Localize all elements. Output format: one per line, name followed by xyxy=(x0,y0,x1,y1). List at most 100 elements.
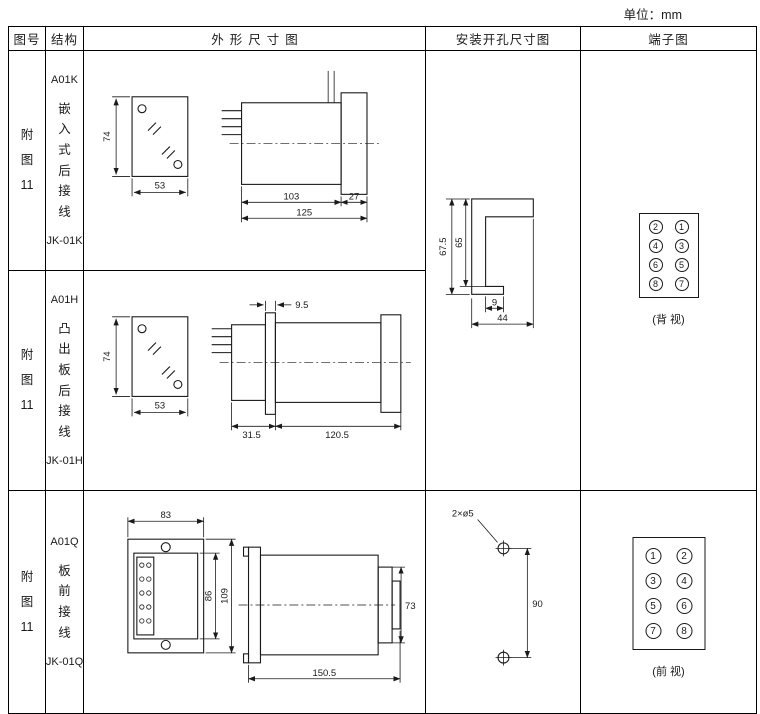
col-header-terminal-label: 端子图 xyxy=(648,33,689,47)
view-caption-rear: (背 视) xyxy=(652,314,685,326)
fig-no-cell-row3: 附 图 11 xyxy=(9,491,46,713)
terminal-circle: 6 xyxy=(676,598,692,614)
model-code: JK-01Q xyxy=(46,656,84,669)
dim-front-height: 74 xyxy=(102,351,113,362)
terminal-circle: 5 xyxy=(645,598,661,614)
hole-spec-label: 2×ø5 xyxy=(452,508,474,519)
terminal-circle: 1 xyxy=(674,220,689,234)
structure-cell-row2: A01H 凸 出 板 后 接 线 JK-01H xyxy=(46,271,84,491)
dim-front-width: 53 xyxy=(155,180,166,191)
fig-no-label: 附 图 11 xyxy=(20,128,34,192)
center-marks xyxy=(495,540,512,666)
outline-cell-row2: 74 53 9.5 31.5 120.5 xyxy=(84,271,426,491)
col-header-mounting: 安装开孔尺寸图 xyxy=(426,27,581,51)
spec-table: 图号 结构 外形尺寸图 安装开孔尺寸图 端子图 附 图 11 A01K 嵌 入 … xyxy=(8,26,757,714)
col-header-mounting-label: 安装开孔尺寸图 xyxy=(455,33,551,47)
model-label: A01H xyxy=(50,293,79,306)
terminal-block: 1 2 3 4 5 6 7 8 xyxy=(632,537,705,650)
terminal-circle: 3 xyxy=(645,573,661,589)
front-view xyxy=(131,96,189,177)
structure-desc: 凸 出 板 后 接 线 xyxy=(58,321,71,439)
side-dim-lines xyxy=(241,186,368,223)
col-header-fig-no: 图号 xyxy=(9,27,46,51)
col-header-outline-label: 外形尺寸图 xyxy=(211,33,304,47)
side-dim-lines xyxy=(248,566,406,683)
dim-cutout-inner-height: 65 xyxy=(453,237,464,247)
col-header-outline: 外形尺寸图 xyxy=(84,27,426,51)
dim-total-width: 120.5 xyxy=(325,430,349,441)
structure-cell-row3: A01Q 板 前 接 线 JK-01Q xyxy=(46,491,84,713)
terminal-cell-lower: 1 2 3 4 5 6 7 8 (前 视) xyxy=(581,491,756,713)
dim-cutout-step: 9 xyxy=(492,296,497,307)
terminal-circle: 4 xyxy=(676,573,692,589)
dim-front-width: 83 xyxy=(160,510,171,521)
front-dim-lines xyxy=(112,96,189,197)
dim-side-height: 73 xyxy=(405,601,416,612)
structure-desc: 板 前 接 线 xyxy=(58,563,71,640)
dim-rear-width: 31.5 xyxy=(242,430,260,441)
terminal-circle: 7 xyxy=(674,277,689,291)
hatch-marks xyxy=(147,342,176,379)
terminal-screws xyxy=(139,562,152,624)
front-view xyxy=(131,316,189,397)
mounting-cell-upper: 67.5 65 9 44 xyxy=(426,51,581,491)
dim-total-width: 150.5 xyxy=(312,668,336,679)
side-view xyxy=(221,70,368,195)
side-dim-lines xyxy=(231,300,402,431)
mounting-cell-lower: 2×ø5 90 xyxy=(426,491,581,713)
mounting-hole-drawing-upper: 67.5 65 9 44 xyxy=(437,198,534,329)
terminal-circle: 8 xyxy=(676,623,692,639)
hatch-marks xyxy=(147,122,176,159)
fig-no-cell-row2: 附 图 11 xyxy=(9,271,46,491)
dim-cutout-outer-height: 67.5 xyxy=(437,237,448,255)
fig-no-label: 附 图 11 xyxy=(20,569,34,634)
terminal-circle: 5 xyxy=(674,258,689,272)
front-dim-lines xyxy=(127,517,236,654)
unit-label: 单位：mm xyxy=(623,8,682,22)
col-header-fig-no-label: 图号 xyxy=(13,33,41,47)
model-label: A01K xyxy=(51,73,78,86)
dim-total-width: 125 xyxy=(296,207,312,218)
mounting-dim-lines xyxy=(445,198,534,329)
pins xyxy=(211,328,232,354)
front-dim-lines xyxy=(112,316,189,417)
dim-front-width: 53 xyxy=(155,400,166,411)
terminal-circle: 7 xyxy=(645,623,661,639)
mounting-hole-drawing-lower: 2×ø5 90 xyxy=(452,508,543,666)
pins xyxy=(221,110,242,136)
terminal-circle: 6 xyxy=(648,258,663,272)
terminal-diagram-rear: 2 1 4 3 6 5 8 7 (背 视) xyxy=(638,213,699,327)
dim-outer-height: 109 xyxy=(220,588,231,604)
dim-front-height: 74 xyxy=(102,131,113,142)
fig-no-label: 附 图 11 xyxy=(20,348,34,412)
model-code: JK-01H xyxy=(46,455,83,468)
outline-drawing-jk01q: 83 86 109 73 150.5 xyxy=(127,510,416,683)
terminal-diagram-front: 1 2 3 4 5 6 7 8 (前 视) xyxy=(632,537,705,679)
outline-drawing-jk01k: 74 53 103 27 125 xyxy=(102,70,381,223)
dim-tail-width: 27 xyxy=(349,191,360,202)
model-label: A01Q xyxy=(50,535,79,548)
leader-line xyxy=(477,519,498,543)
dim-cutout-width: 44 xyxy=(497,312,507,323)
terminal-circle: 8 xyxy=(648,277,663,291)
terminal-circle: 2 xyxy=(676,548,692,564)
outline-cell-row3: 83 86 109 73 150.5 xyxy=(84,491,426,713)
col-header-structure: 结构 xyxy=(46,27,84,51)
terminal-block: 2 1 4 3 6 5 8 7 xyxy=(638,213,699,298)
side-view xyxy=(211,312,402,415)
spacing-dim-lines xyxy=(509,547,532,659)
dim-plate-thickness: 9.5 xyxy=(295,300,308,311)
terminal-cell-upper: 2 1 4 3 6 5 8 7 (背 视) xyxy=(581,51,756,491)
dim-inner-height: 86 xyxy=(204,591,215,602)
top-leads xyxy=(327,70,335,103)
col-header-structure-label: 结构 xyxy=(50,33,78,47)
structure-desc: 嵌 入 式 后 接 线 xyxy=(58,101,71,219)
structure-cell-row1: A01K 嵌 入 式 后 接 线 JK-01K xyxy=(46,51,84,271)
fig-no-cell-row1: 附 图 11 xyxy=(9,51,46,271)
dim-hole-spacing: 90 xyxy=(532,598,542,609)
outline-cell-row1: 74 53 103 27 125 xyxy=(84,51,426,271)
model-code: JK-01K xyxy=(46,235,83,248)
terminal-circle: 2 xyxy=(648,220,663,234)
col-header-terminal: 端子图 xyxy=(581,27,756,51)
mounting-holes xyxy=(497,542,510,664)
